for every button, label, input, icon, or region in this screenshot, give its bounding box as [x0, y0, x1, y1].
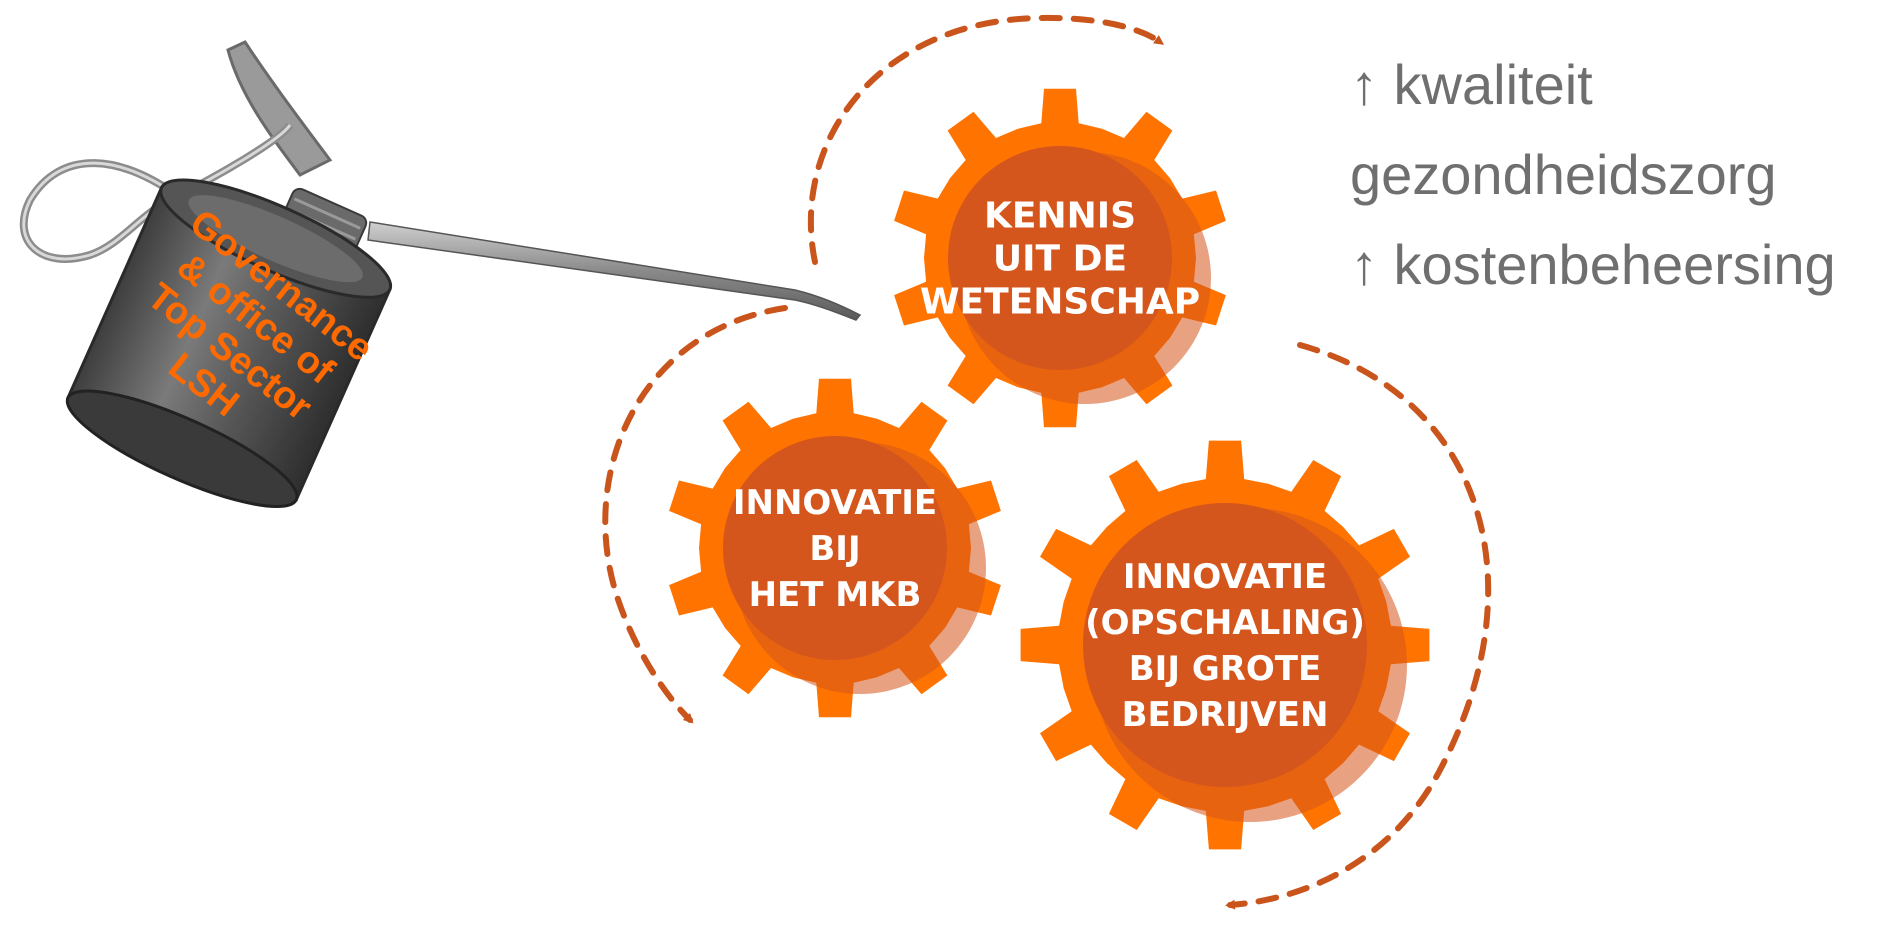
gear-kennis-line: WETENSCHAP — [920, 282, 1200, 323]
gear-kennis-inner — [948, 146, 1172, 370]
result-healthcare: gezondheidszorg — [1350, 143, 1777, 206]
oil-can-illustration: Governance & office of Top Sector LSH — [19, 40, 862, 509]
gear-mkb-line: BIJ — [809, 529, 860, 569]
cycle-arrow-top — [807, 14, 1165, 265]
gear-mkb-inner — [723, 436, 947, 660]
cycle-arrow-right — [1225, 342, 1492, 910]
gear-mkb-line: HET MKB — [749, 575, 922, 615]
gear-kennis-line: UIT DE — [993, 239, 1127, 280]
results-list: ↑ kwaliteit gezondheidszorg ↑ kostenbehe… — [1350, 40, 1836, 310]
gear-grote-inner — [1083, 503, 1367, 787]
gear-innovatie-bij-het-mkb: INNOVATIE BIJ HET MKB — [669, 378, 1001, 718]
gear-grote-line: BIJ GROTE — [1129, 649, 1321, 689]
gear-grote-line: (OPSCHALING) — [1085, 603, 1365, 643]
cycle-arrow-left — [602, 305, 788, 724]
gear-kennis-uit-de-wetenschap: KENNIS UIT DE WETENSCHAP — [894, 88, 1226, 428]
oil-can-label: Governance & office of Top Sector LSH — [139, 202, 380, 429]
result-cost-control: ↑ kostenbeheersing — [1350, 233, 1836, 296]
gear-mkb-line: INNOVATIE — [733, 483, 937, 523]
gear-kennis-line: KENNIS — [984, 196, 1136, 237]
gear-innovatie-opschaling-bij-grote-bedrijven: INNOVATIE (OPSCHALING) BIJ GROTE BEDRIJV… — [1020, 440, 1430, 850]
gear-grote-line: BEDRIJVEN — [1122, 695, 1329, 735]
result-quality: ↑ kwaliteit — [1350, 53, 1593, 116]
gear-grote-line: INNOVATIE — [1123, 557, 1327, 597]
